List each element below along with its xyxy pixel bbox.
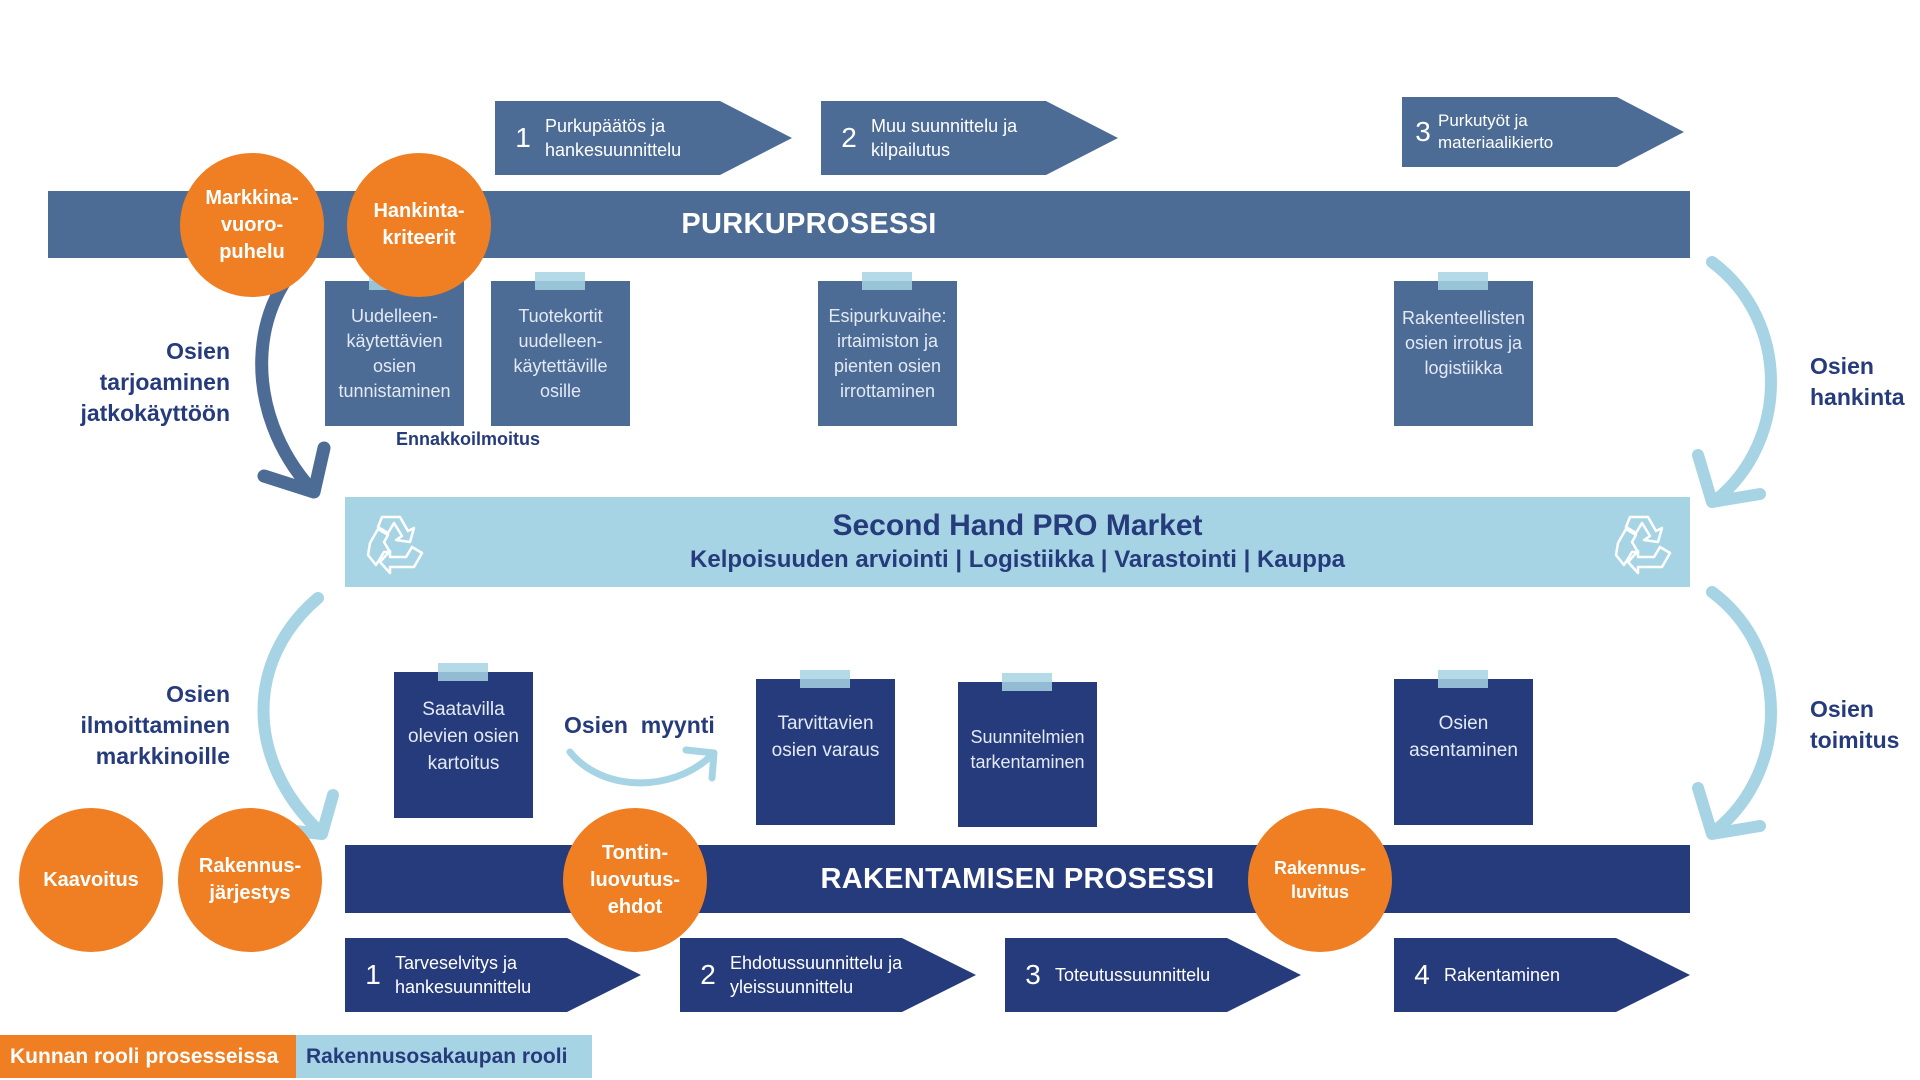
note-install-parts: Osien asentaminen <box>1394 670 1533 825</box>
step-label: Rakentaminen <box>1444 965 1561 985</box>
step-label: Ehdotussuunnittelu ja yleissuunnittelu <box>730 953 903 997</box>
recycle-icon <box>1614 515 1672 575</box>
step-number: 1 <box>365 959 381 990</box>
legend-municipality-role: Kunnan rooli prosesseissa <box>0 1035 296 1078</box>
circle-zoning: Kaavoitus <box>19 808 163 952</box>
demolition-step-3: 3 Purkutyöt ja materiaalikierto <box>1402 97 1684 167</box>
label-sell-parts: Osien myynti <box>564 712 715 738</box>
construction-process-band: RAKENTAMISEN PROSESSI <box>345 845 1690 913</box>
note-text: Tarvittavien osien varaus <box>771 713 880 761</box>
label-announce-parts: Osien ilmoittaminen markkinoille <box>80 681 230 769</box>
construction-step-2: 2 Ehdotussuunnittelu ja yleissuunnittelu <box>680 938 976 1012</box>
circle-procurement-criteria: Hankinta-kriteerit <box>347 153 491 297</box>
demolition-process-title: PURKUPROSESSI <box>681 208 937 240</box>
circle-building-permit: Rakennus-luvitus <box>1248 808 1392 952</box>
advance-notice-label: Ennakkoilmoitus <box>396 429 541 449</box>
step-label: Purkupäätös ja hankesuunnittelu <box>545 116 682 160</box>
legend-marketplace-role: Rakennusosakaupan rooli <box>296 1035 592 1078</box>
note-text: Tuotekortit uudelleen-käytettäville osil… <box>513 305 608 401</box>
circle-label: Hankinta-kriteerit <box>373 200 465 249</box>
note-product-cards: Tuotekortit uudelleen-käytettäville osil… <box>491 272 630 426</box>
note-refine-plans: Suunnitelmien tarkentaminen <box>958 673 1097 827</box>
note-pre-demolition: Esipurkuvaihe: irtaimiston ja pienten os… <box>818 272 957 426</box>
step-number: 3 <box>1415 116 1431 147</box>
note-text: Suunnitelmien tarkentaminen <box>970 726 1085 772</box>
tape-decoration <box>1438 272 1488 290</box>
circle-label: Rakennus-luvitus <box>1273 858 1367 902</box>
circle-building-code: Rakennus-järjestys <box>178 808 322 952</box>
construction-step-3: 3 Toteutussuunnittelu <box>1005 938 1301 1012</box>
curved-arrow-announce <box>257 592 339 840</box>
circle-label: Kaavoitus <box>43 868 139 891</box>
step-label: Purkutyöt ja materiaalikierto <box>1438 111 1554 152</box>
tape-decoration <box>862 272 912 290</box>
second-hand-market-band: Second Hand PRO Market Kelpoisuuden arvi… <box>345 497 1690 587</box>
label-acquire-parts: Osien hankinta <box>1810 353 1905 410</box>
step-number: 3 <box>1025 959 1041 990</box>
note-text: Osien asentaminen <box>1409 713 1518 761</box>
step-label: Muu suunnittelu ja kilpailutus <box>871 116 1018 160</box>
note-available-parts-survey: Saatavilla olevien osien kartoitus <box>394 663 533 818</box>
note-reserve-parts: Tarvittavien osien varaus <box>756 670 895 825</box>
construction-step-4: 4 Rakentaminen <box>1394 938 1690 1012</box>
market-title: Second Hand PRO Market <box>832 509 1203 542</box>
note-text: Saatavilla olevien osien kartoitus <box>408 698 519 774</box>
step-label: Tarveselvitys ja hankesuunnittelu <box>395 953 532 997</box>
step-number: 2 <box>700 959 716 990</box>
market-subtitle: Kelpoisuuden arviointi | Logistiikka | V… <box>690 546 1345 573</box>
demolition-step-2: 2 Muu suunnittelu ja kilpailutus <box>821 101 1118 175</box>
tape-decoration <box>1438 670 1488 688</box>
step-number: 2 <box>841 122 857 153</box>
note-identify-reusable: Uudelleen-käytettävien osien tunnistamin… <box>325 272 464 426</box>
tape-decoration <box>800 670 850 688</box>
step-label: Toteutussuunnittelu <box>1055 965 1211 985</box>
tape-decoration <box>535 272 585 290</box>
circle-plot-transfer-terms: Tontin-luovutus-ehdot <box>563 808 707 952</box>
tape-decoration <box>1002 673 1052 691</box>
construction-step-1: 1 Tarveselvitys ja hankesuunnittelu <box>345 938 641 1012</box>
label-offer-parts: Osien tarjoaminen jatkokäyttöön <box>80 338 230 426</box>
recycle-icon <box>366 515 424 575</box>
legend-label: Rakennusosakaupan rooli <box>306 1044 568 1068</box>
note-structural-removal: Rakenteellisten osien irrotus ja logisti… <box>1394 272 1533 426</box>
circle-market-dialogue: Markkina-vuoro-puhelu <box>180 153 324 297</box>
curved-arrow-acquire <box>1692 256 1777 508</box>
circle-label: Tontin-luovutus-ehdot <box>590 841 680 918</box>
legend-label: Kunnan rooli prosesseissa <box>10 1044 279 1068</box>
step-number: 1 <box>515 122 531 153</box>
circle-label: Rakennus-järjestys <box>198 855 302 904</box>
note-text: Rakenteellisten osien irrotus ja logisti… <box>1401 308 1526 378</box>
sale-arrow <box>566 746 718 787</box>
curved-arrow-deliver <box>1692 586 1777 840</box>
construction-process-title: RAKENTAMISEN PROSESSI <box>820 862 1215 895</box>
demolition-step-1: 1 Purkupäätös ja hankesuunnittelu <box>495 101 792 175</box>
note-text: Uudelleen-käytettävien osien tunnistamin… <box>338 305 451 401</box>
circle-label: Markkina-vuoro-puhelu <box>205 186 299 263</box>
label-deliver-parts: Osien toimitus <box>1810 696 1900 753</box>
step-number: 4 <box>1414 959 1430 990</box>
tape-decoration <box>438 663 488 681</box>
note-text: Esipurkuvaihe: irtaimiston ja pienten os… <box>828 305 947 401</box>
